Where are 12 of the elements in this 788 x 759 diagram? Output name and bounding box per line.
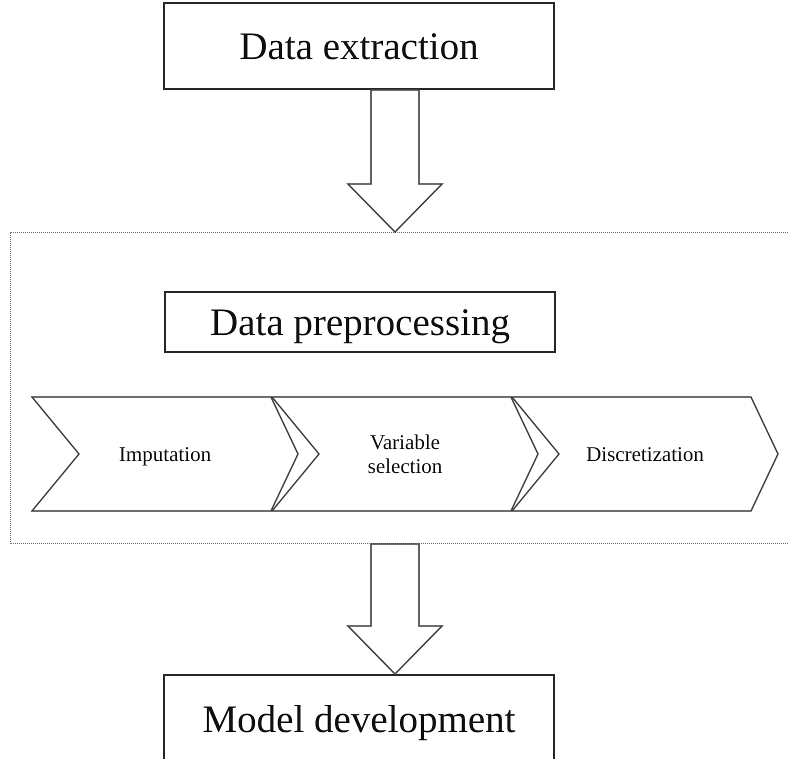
step-label: Variable selection xyxy=(366,430,444,478)
box-title: Data extraction xyxy=(239,24,479,68)
box-title: Data preprocessing xyxy=(210,300,510,344)
process-box xyxy=(164,291,556,353)
step-label: Imputation xyxy=(118,442,212,466)
block-arrow xyxy=(346,543,444,676)
dotted-group-frame xyxy=(10,232,788,544)
box-title: Model development xyxy=(202,696,516,742)
step-label: Discretization xyxy=(586,442,704,466)
process-box xyxy=(163,2,555,90)
block-arrow xyxy=(346,89,444,234)
process-box xyxy=(163,674,555,759)
